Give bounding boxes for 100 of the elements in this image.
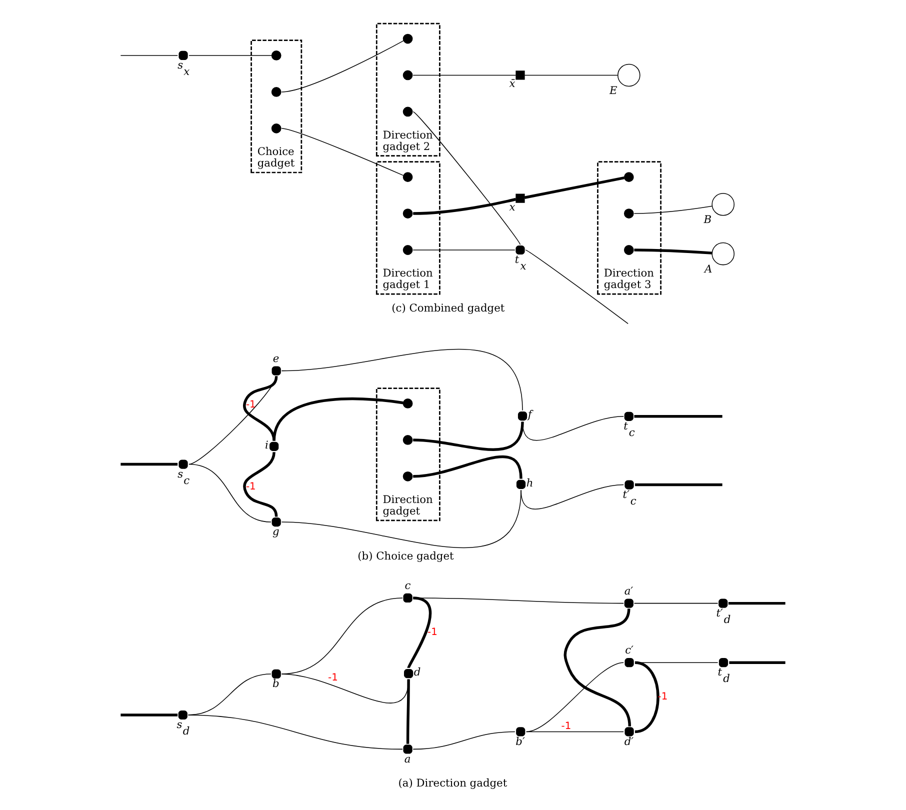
node-dot <box>402 208 413 218</box>
node-label: A <box>704 262 712 276</box>
connector <box>120 714 178 716</box>
cluster: Direction gadget 2 <box>376 22 440 156</box>
node-dot <box>404 669 414 678</box>
node-dot <box>718 658 728 668</box>
node-dot <box>402 245 413 255</box>
node-label: c <box>404 579 411 592</box>
connector <box>412 111 521 246</box>
node-label: i <box>264 438 268 452</box>
node-dot <box>516 480 526 489</box>
node-dot <box>624 245 634 255</box>
connector <box>243 452 278 517</box>
node-label: f <box>528 408 532 422</box>
node-label: e <box>272 352 280 365</box>
node-label: b <box>272 677 280 690</box>
connector <box>188 464 272 522</box>
connector <box>634 206 712 214</box>
node-dot <box>402 106 413 117</box>
node-label: a <box>404 752 411 766</box>
node-dot <box>402 172 413 182</box>
connector <box>564 608 632 727</box>
connector <box>634 662 718 663</box>
node-circle <box>712 242 734 266</box>
connector <box>120 462 178 466</box>
node-label: d <box>414 666 421 679</box>
label: (a) Direction gadget <box>398 776 508 790</box>
node-dot <box>270 442 279 451</box>
connector <box>524 176 624 199</box>
node-dot <box>272 366 281 376</box>
cluster: Direction gadget <box>376 388 440 522</box>
node-dot <box>516 727 526 736</box>
node-label: g <box>272 525 280 538</box>
node-label: a′ <box>624 584 634 598</box>
connector <box>525 250 628 324</box>
connector <box>634 602 718 604</box>
connector <box>272 398 404 441</box>
connector <box>281 674 409 704</box>
connector <box>188 55 272 56</box>
connector <box>729 661 786 664</box>
node-label: B <box>704 213 712 226</box>
connector <box>413 456 522 479</box>
node-dot <box>624 658 634 668</box>
node-box <box>516 194 525 203</box>
connector <box>526 662 624 732</box>
node-dot <box>624 172 634 182</box>
connector <box>188 714 403 750</box>
node-dot <box>402 398 413 408</box>
node-label: x̄ <box>509 77 516 90</box>
edge-label: -1 <box>428 626 438 638</box>
cluster: Choice gadget <box>250 40 302 174</box>
node-dot <box>624 208 634 218</box>
label: (c) Combined gadget <box>392 302 505 315</box>
node-dot <box>271 50 282 60</box>
node-dot <box>718 598 728 608</box>
node-dot <box>272 517 281 527</box>
connector <box>728 602 786 605</box>
connector <box>413 422 524 451</box>
edge-label: -1 <box>246 400 256 411</box>
connector <box>524 74 618 76</box>
node-dot <box>624 727 634 736</box>
connector <box>120 55 178 56</box>
node-circle <box>618 64 640 87</box>
node-dot <box>178 50 188 60</box>
node-dot <box>403 593 412 603</box>
connector <box>407 596 432 668</box>
node-dot <box>271 124 282 134</box>
node-label: E <box>610 84 618 98</box>
node-dot <box>624 412 634 421</box>
connector <box>243 376 278 441</box>
connector <box>406 679 410 744</box>
node-dot <box>402 70 413 80</box>
connector <box>413 198 516 215</box>
node-dot <box>178 710 188 720</box>
node-dot <box>624 598 634 608</box>
connector <box>634 483 722 486</box>
edge-label: -1 <box>246 482 256 493</box>
node-dot <box>178 460 188 469</box>
node-dot <box>403 744 412 754</box>
label: (b) Choice gadget <box>358 549 454 562</box>
connector <box>634 415 722 418</box>
node-dot <box>402 435 413 445</box>
connector <box>634 248 712 254</box>
node-dot <box>402 34 413 44</box>
node-label: h <box>526 476 534 490</box>
connector <box>281 128 404 176</box>
connector <box>412 74 516 76</box>
node-dot <box>402 471 413 482</box>
connector <box>281 40 404 92</box>
connector <box>522 416 624 441</box>
node-dot <box>271 87 282 97</box>
node-circle <box>712 193 734 216</box>
node-dot <box>516 245 525 255</box>
connector <box>412 731 516 750</box>
connector <box>188 376 277 465</box>
node-box <box>516 70 525 80</box>
node-dot <box>518 411 528 421</box>
node-dot <box>272 669 281 679</box>
cluster: Direction gadget 3 <box>597 161 662 295</box>
node-dot <box>624 480 634 490</box>
